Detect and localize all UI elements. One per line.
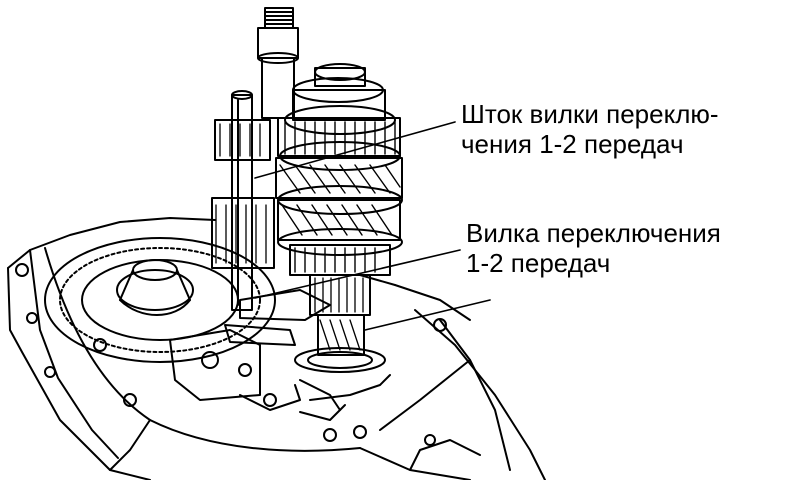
shift-rod [231, 90, 253, 311]
shift-fork-leader [254, 249, 461, 299]
shift-fork [224, 289, 331, 346]
main-gear-stack [275, 63, 403, 373]
counter-gear-cluster [211, 119, 275, 269]
shift-fork-label-line1: Вилка переключения [466, 218, 721, 248]
differential-ring-gear [44, 237, 276, 363]
shift-rod-leader [254, 121, 456, 179]
shift-fork-callout: Вилка переключения 1-2 передач [466, 218, 721, 278]
transmission-case [7, 217, 546, 480]
leader-lines [254, 121, 491, 331]
shift-linkage [169, 329, 391, 421]
shift-fork-label-line2: 1-2 передач [466, 248, 611, 278]
extra-leader [364, 299, 491, 331]
shift-rod-label-line1: Шток вилки переклю- [461, 99, 719, 129]
shift-rod-label-line2: чения 1-2 передач [461, 129, 684, 159]
shift-rod-callout: Шток вилки переклю- чения 1-2 передач [461, 99, 719, 159]
